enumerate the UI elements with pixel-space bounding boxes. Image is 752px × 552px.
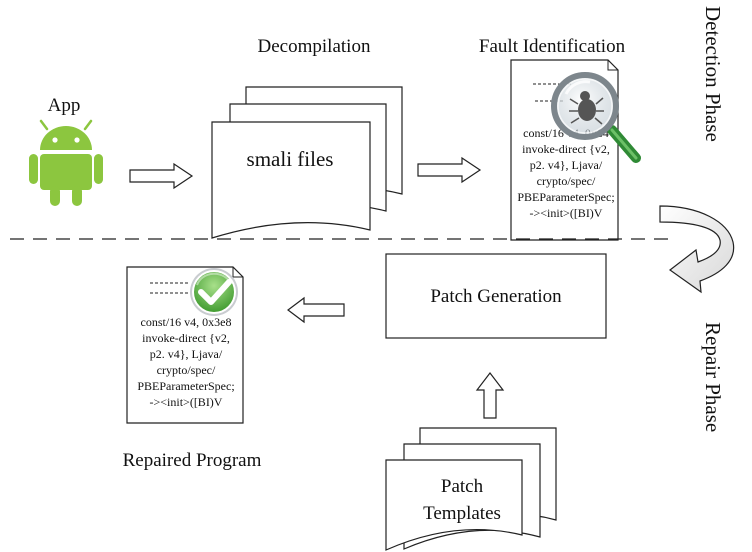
patch-generation-label: Patch Generation [430,286,562,307]
patch-templates-stack [385,427,557,551]
detection-phase-label: Detection Phase [701,6,725,142]
patch-templates-line-1: Patch [441,476,484,497]
phase-transition-arrow [659,205,735,294]
magnifier-bug-icon [551,72,641,163]
repaired-code-line-1: const/16 v4, 0x3e8 [141,315,232,329]
arrow-app-to-decompilation [129,162,194,190]
smali-files-stack [211,86,403,239]
app-label: App [48,95,81,116]
smali-files-label: smali files [247,147,334,171]
repaired-code-line-2: invoke-direct {v2, [142,331,230,345]
repaired-program-label: Repaired Program [123,450,262,471]
fault-code-line-6: -><init>([BI)V [530,206,603,220]
check-icon [190,268,238,316]
fault-code-line-4: crypto/spec/ [537,174,596,188]
arrow-patch-generation-to-repaired-program [287,296,345,324]
decompilation-title: Decompilation [258,36,371,57]
repaired-code-line-6: -><init>([BI)V [150,395,223,409]
repair-phase-label: Repair Phase [701,322,725,432]
fault-code-line-5: PBEParameterSpec; [517,190,614,204]
repaired-code-line-3: p2. v4}, Ljava/ [150,347,223,361]
arrow-templates-to-patch-generation [475,372,505,419]
arrow-decompilation-to-fault-identification [417,156,482,184]
fault-identification-title: Fault Identification [479,36,626,57]
fault-code-line-2: invoke-direct {v2, [522,142,610,156]
repaired-code-line-4: crypto/spec/ [157,363,216,377]
patch-templates-line-2: Templates [423,503,501,524]
android-icon [29,119,103,206]
patch-generation-box [385,253,607,339]
repaired-code-lines: const/16 v4, 0x3e8 invoke-direct {v2, p2… [137,315,234,409]
repaired-code-line-5: PBEParameterSpec; [137,379,234,393]
fault-code-line-3: p2. v4}, Ljava/ [530,158,603,172]
